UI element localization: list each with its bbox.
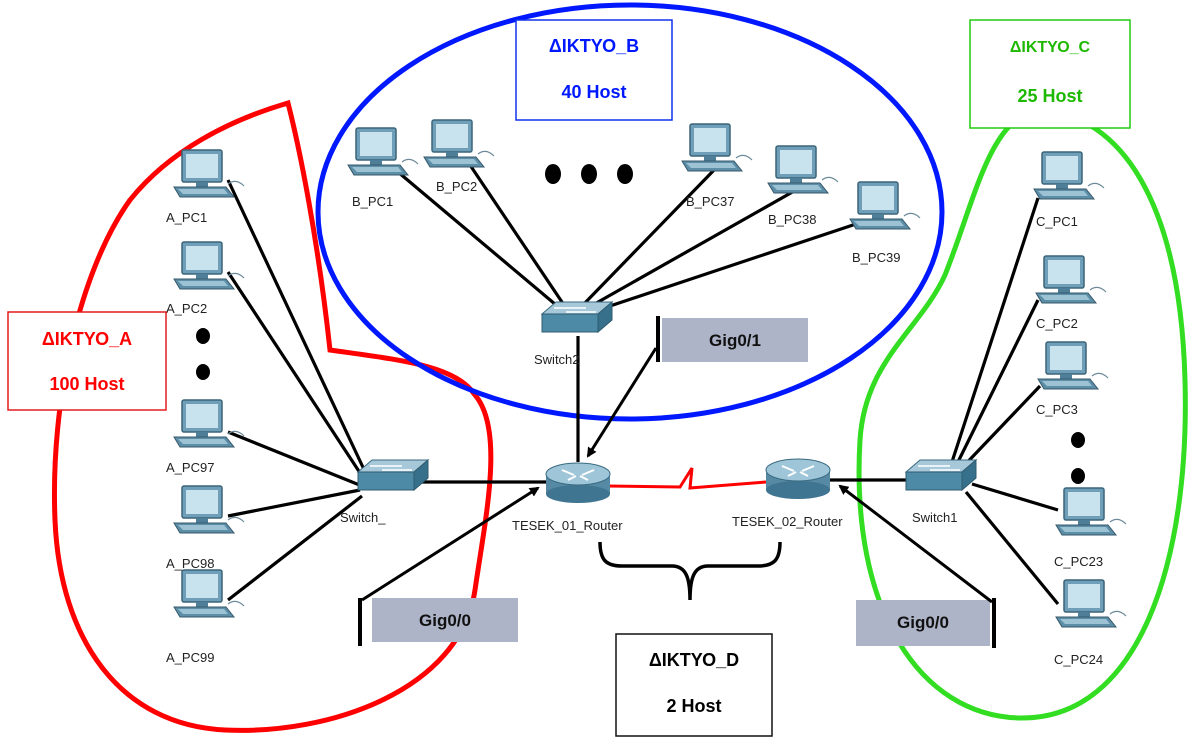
network-d-name: ΔΙΚΤΥΟ_D <box>649 650 739 670</box>
pc-a-99 <box>173 569 245 618</box>
switch-b-label: Switch2 <box>534 352 580 367</box>
pc-c-1-label: C_PC1 <box>1036 214 1078 229</box>
links-network-b <box>396 164 863 316</box>
pc-b-2 <box>423 119 495 168</box>
pc-c-2 <box>1035 255 1107 304</box>
network-c-name: ΔΙΚΤΥΟ_C <box>1010 39 1091 56</box>
pc-b-39-label: B_PC39 <box>852 250 900 265</box>
network-d-hosts: 2 Host <box>666 696 721 716</box>
router-2 <box>765 458 831 500</box>
network-c-hosts: 25 Host <box>1017 86 1082 106</box>
pc-b-37-label: B_PC37 <box>686 194 734 209</box>
pc-b-38 <box>767 145 839 194</box>
pc-b-39 <box>849 181 921 230</box>
port-box-gig00-right <box>856 600 990 646</box>
network-d-box: ΔΙΚΤΥΟ_D 2 Host <box>615 633 773 737</box>
pc-c-3 <box>1037 341 1109 390</box>
pc-c-24-label: C_PC24 <box>1054 652 1103 667</box>
port-box-gig01 <box>662 318 808 362</box>
pc-c-23 <box>1055 487 1127 536</box>
network-b-box: ΔΙΚΤΥΟ_B 40 Host <box>515 19 673 121</box>
port-box-gig00-left <box>372 598 518 642</box>
port-label-gig00-right: Gig0/0 <box>897 613 949 632</box>
backbone-links <box>420 336 908 484</box>
ellipsis-network-b <box>545 164 633 184</box>
switch-a-label: Switch_ <box>340 510 386 525</box>
wan-link <box>607 467 767 490</box>
network-b-hosts: 40 Host <box>561 82 626 102</box>
network-a-boundary <box>51 99 494 733</box>
pc-b-38-label: B_PC38 <box>768 212 816 227</box>
router-2-label: TESEK_02_Router <box>732 514 843 529</box>
network-b-boundary <box>315 2 945 422</box>
pc-c-23-label: C_PC23 <box>1054 554 1103 569</box>
pc-c-24 <box>1055 579 1127 628</box>
network-b-name: ΔΙΚΤΥΟ_B <box>549 36 639 56</box>
network-a-hosts: 100 Host <box>49 374 124 394</box>
pc-a-98-label: A_PC98 <box>166 556 214 571</box>
pc-a-99-label: A_PC99 <box>166 650 214 665</box>
router-1-label: TESEK_01_Router <box>512 518 623 533</box>
pc-a-98 <box>173 485 245 534</box>
port-label-gig00-left: Gig0/0 <box>419 611 471 630</box>
arrow-gig00-left <box>361 486 540 602</box>
switch-a <box>357 459 429 491</box>
pc-c-2-label: C_PC2 <box>1036 316 1078 331</box>
pc-b-37 <box>681 123 753 172</box>
arrow-gig00-right <box>838 484 993 604</box>
network-d-bracket <box>598 541 782 601</box>
router-1 <box>545 462 611 504</box>
network-c-boundary <box>856 107 1188 721</box>
pc-b-1-label: B_PC1 <box>352 194 393 209</box>
pc-a-1-label: A_PC1 <box>166 210 207 225</box>
network-a-box: ΔΙΚΤΥΟ_A 100 Host <box>7 311 167 411</box>
switch-c-label: Switch1 <box>912 510 958 525</box>
links-network-c <box>948 197 1060 606</box>
ellipsis-network-a <box>196 328 210 380</box>
pc-b-2-label: B_PC2 <box>436 179 477 194</box>
pc-c-3-label: C_PC3 <box>1036 402 1078 417</box>
pc-a-2-label: A_PC2 <box>166 301 207 316</box>
network-a-name: ΔΙΚΤΥΟ_A <box>42 329 132 349</box>
pc-c-1 <box>1033 151 1105 200</box>
pc-a-97-label: A_PC97 <box>166 460 214 475</box>
switch-c <box>905 459 977 491</box>
network-c-box: ΔΙΚΤΥΟ_C 25 Host <box>969 19 1131 129</box>
ellipsis-network-c <box>1071 432 1085 484</box>
pc-b-1 <box>347 127 419 176</box>
links-network-a <box>226 179 370 602</box>
port-label-gig01: Gig0/1 <box>709 331 761 350</box>
pc-a-97 <box>173 399 245 448</box>
switch-b <box>541 301 613 333</box>
arrow-gig01 <box>586 347 658 458</box>
